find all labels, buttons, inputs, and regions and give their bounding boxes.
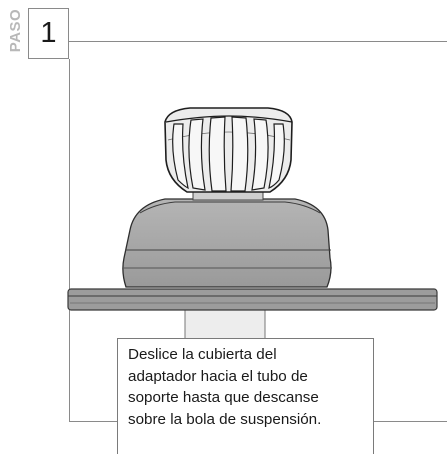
frame-lines bbox=[69, 41, 447, 422]
step-tag-label: PASO bbox=[7, 8, 25, 53]
caption-line: Deslice la cubierta del bbox=[128, 346, 277, 363]
instruction-caption: Deslice la cubierta del adaptador hacia … bbox=[117, 338, 374, 454]
mounting-plate bbox=[67, 288, 438, 311]
step-number-box: 1 bbox=[28, 8, 69, 59]
adapter-cover bbox=[122, 198, 332, 288]
step-number: 1 bbox=[40, 17, 57, 49]
dome-ring bbox=[192, 191, 264, 201]
caption-line: soporte hasta que descanse bbox=[128, 389, 319, 407]
adapter-cap bbox=[164, 107, 293, 193]
caption-line: adaptador hacia el tubo de bbox=[128, 367, 308, 385]
caption-line: sobre la bola de suspensión. bbox=[128, 410, 322, 428]
